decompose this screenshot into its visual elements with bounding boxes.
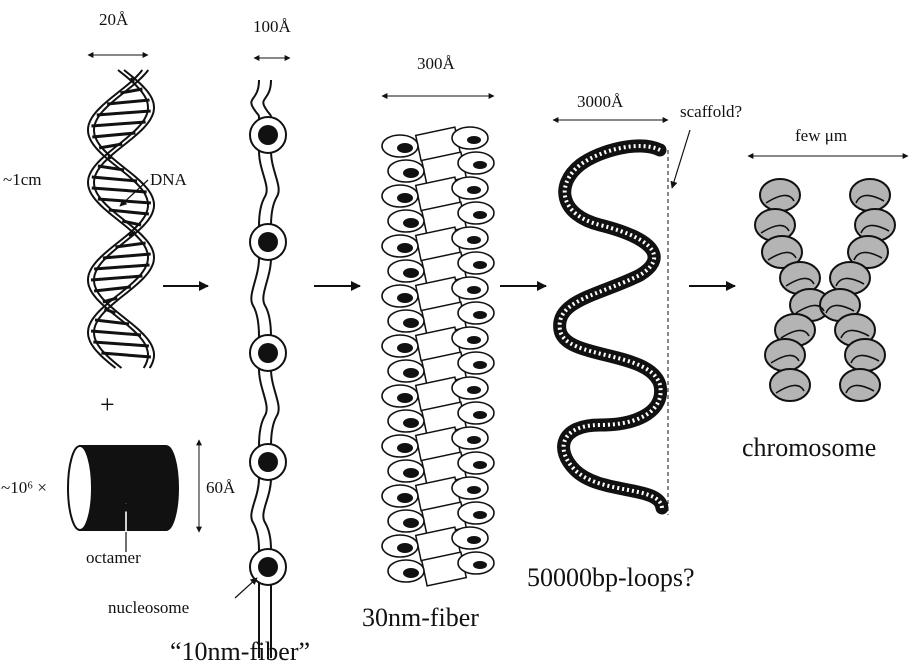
dna-width-label: 20Å [99, 10, 128, 30]
dna-base-pair-rung [93, 342, 149, 346]
solenoid-nucleosome-core [467, 536, 481, 544]
nucleosome-core [258, 232, 278, 252]
chromatin-loops [560, 146, 662, 508]
dna-name-label: DNA [150, 170, 187, 190]
chromosome-coil-lobe [765, 339, 805, 371]
chromosome-title: chromosome [742, 433, 876, 463]
solenoid-nucleosome-core [397, 393, 413, 403]
solenoid-nucleosome-core [467, 336, 481, 344]
solenoid-nucleosome-core [397, 543, 413, 553]
dna-length-label: ~1cm [3, 170, 41, 190]
octamer-count-label: ~10⁶ × [1, 478, 47, 498]
solenoid-nucleosome-core [473, 461, 487, 469]
solenoid-nucleosome-core [473, 411, 487, 419]
chromosome-shape [755, 179, 895, 401]
chromosome-coil-lobe [760, 179, 800, 211]
solenoid-nucleosome-core [403, 168, 419, 178]
solenoid-nucleosome-core [397, 193, 413, 203]
nucleosome-label: nucleosome [108, 598, 189, 618]
dna-base-pair-rung [94, 265, 149, 269]
thirty-nm-width-label: 300Å [417, 54, 455, 74]
solenoid-nucleosome-core [473, 211, 487, 219]
solenoid-nucleosome-core [403, 568, 419, 578]
solenoid-nucleosome-core [403, 518, 419, 528]
dna-base-pair-rung [97, 111, 151, 115]
scaffold-label: scaffold? [680, 102, 742, 122]
solenoid-nucleosome-core [403, 218, 419, 228]
solenoid-nucleosome-core [403, 418, 419, 428]
dna-double-helix [88, 70, 154, 368]
solenoid-nucleosome-core [397, 293, 413, 303]
scaffold-pointer-arrow [672, 130, 690, 188]
solenoid-nucleosome-core [397, 143, 413, 153]
solenoid-nucleosome-core [467, 186, 481, 194]
solenoid-nucleosome-core [397, 443, 413, 453]
nucleosome-core [258, 557, 278, 577]
solenoid-nucleosome-core [403, 468, 419, 478]
solenoid-nucleosome-core [473, 511, 487, 519]
solenoid-nucleosome-core [403, 368, 419, 378]
dna-base-pair-rung [91, 122, 145, 126]
solenoid-nucleosome-core [403, 318, 419, 328]
octamer-label: octamer [86, 548, 141, 568]
chromosome-coil-lobe [770, 369, 810, 401]
loops-width-label: 3000Å [577, 92, 623, 112]
thirty-nm-fiber-solenoid [382, 127, 494, 586]
nucleosome-core [258, 452, 278, 472]
ten-nm-fiber-title: “10nm-fiber” [170, 637, 310, 667]
solenoid-nucleosome-core [397, 243, 413, 253]
solenoid-nucleosome-core [467, 136, 481, 144]
histone-octamer-cylinder [68, 446, 178, 530]
solenoid-nucleosome-core [397, 343, 413, 353]
solenoid-nucleosome-core [473, 161, 487, 169]
nucleosome-pointer-arrow [235, 578, 257, 598]
dna-base-pair-rung [91, 276, 142, 280]
solenoid-nucleosome-core [473, 261, 487, 269]
solenoid-nucleosome-core [467, 486, 481, 494]
solenoid-nucleosome-core [403, 268, 419, 278]
nucleosome-core [258, 125, 278, 145]
solenoid-nucleosome-core [473, 361, 487, 369]
solenoid-nucleosome-core [467, 286, 481, 294]
ten-nm-fiber-beads [250, 80, 286, 658]
thirty-nm-fiber-title: 30nm-fiber [362, 603, 479, 633]
octamer-height-label: 60Å [206, 478, 235, 498]
loops-title: 50000bp-loops? [527, 563, 695, 593]
solenoid-nucleosome-core [397, 493, 413, 503]
nucleosome-core [258, 343, 278, 363]
plus-sign: + [100, 390, 115, 420]
ten-nm-width-label: 100Å [253, 17, 291, 37]
solenoid-nucleosome-core [467, 236, 481, 244]
solenoid-nucleosome-core [473, 311, 487, 319]
solenoid-nucleosome-core [467, 436, 481, 444]
solenoid-nucleosome-core [473, 561, 487, 569]
solenoid-nucleosome-core [467, 386, 481, 394]
chromosome-width-label: few μm [795, 126, 847, 146]
